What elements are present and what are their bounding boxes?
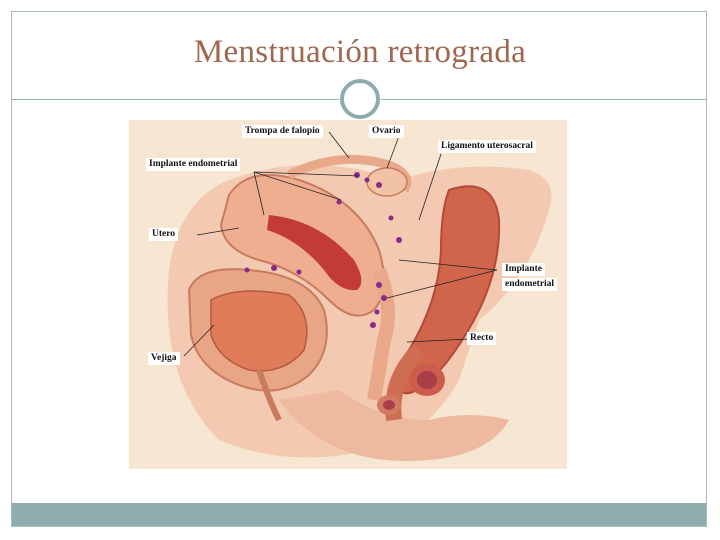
title-divider-left xyxy=(12,99,339,100)
label-rectum: Recto xyxy=(467,332,496,345)
ovary-shape xyxy=(367,168,407,196)
divider-ring-ornament xyxy=(340,79,380,119)
label-endometrial-implant-right-line2: endometrial xyxy=(502,278,557,291)
footer-bar xyxy=(12,503,706,526)
label-uterosacral-ligament: Ligamento uterosacral xyxy=(438,140,536,153)
label-fallopian-tube: Trompa de falopio xyxy=(242,125,323,138)
label-endometrial-implant-right-line1: Implante xyxy=(502,263,545,276)
slide-title: Menstruación retrograda xyxy=(0,34,720,71)
label-endometrial-implant-upper: Implante endometrial xyxy=(146,158,240,171)
anatomy-illustration: Trompa de falopio Ovario Ligamento utero… xyxy=(129,120,567,469)
label-bladder: Vejiga xyxy=(148,352,180,365)
label-ovary: Ovario xyxy=(369,125,404,138)
title-divider-right xyxy=(381,99,706,100)
pelvis-cross-section xyxy=(129,120,567,469)
label-uterus: Utero xyxy=(149,228,178,241)
